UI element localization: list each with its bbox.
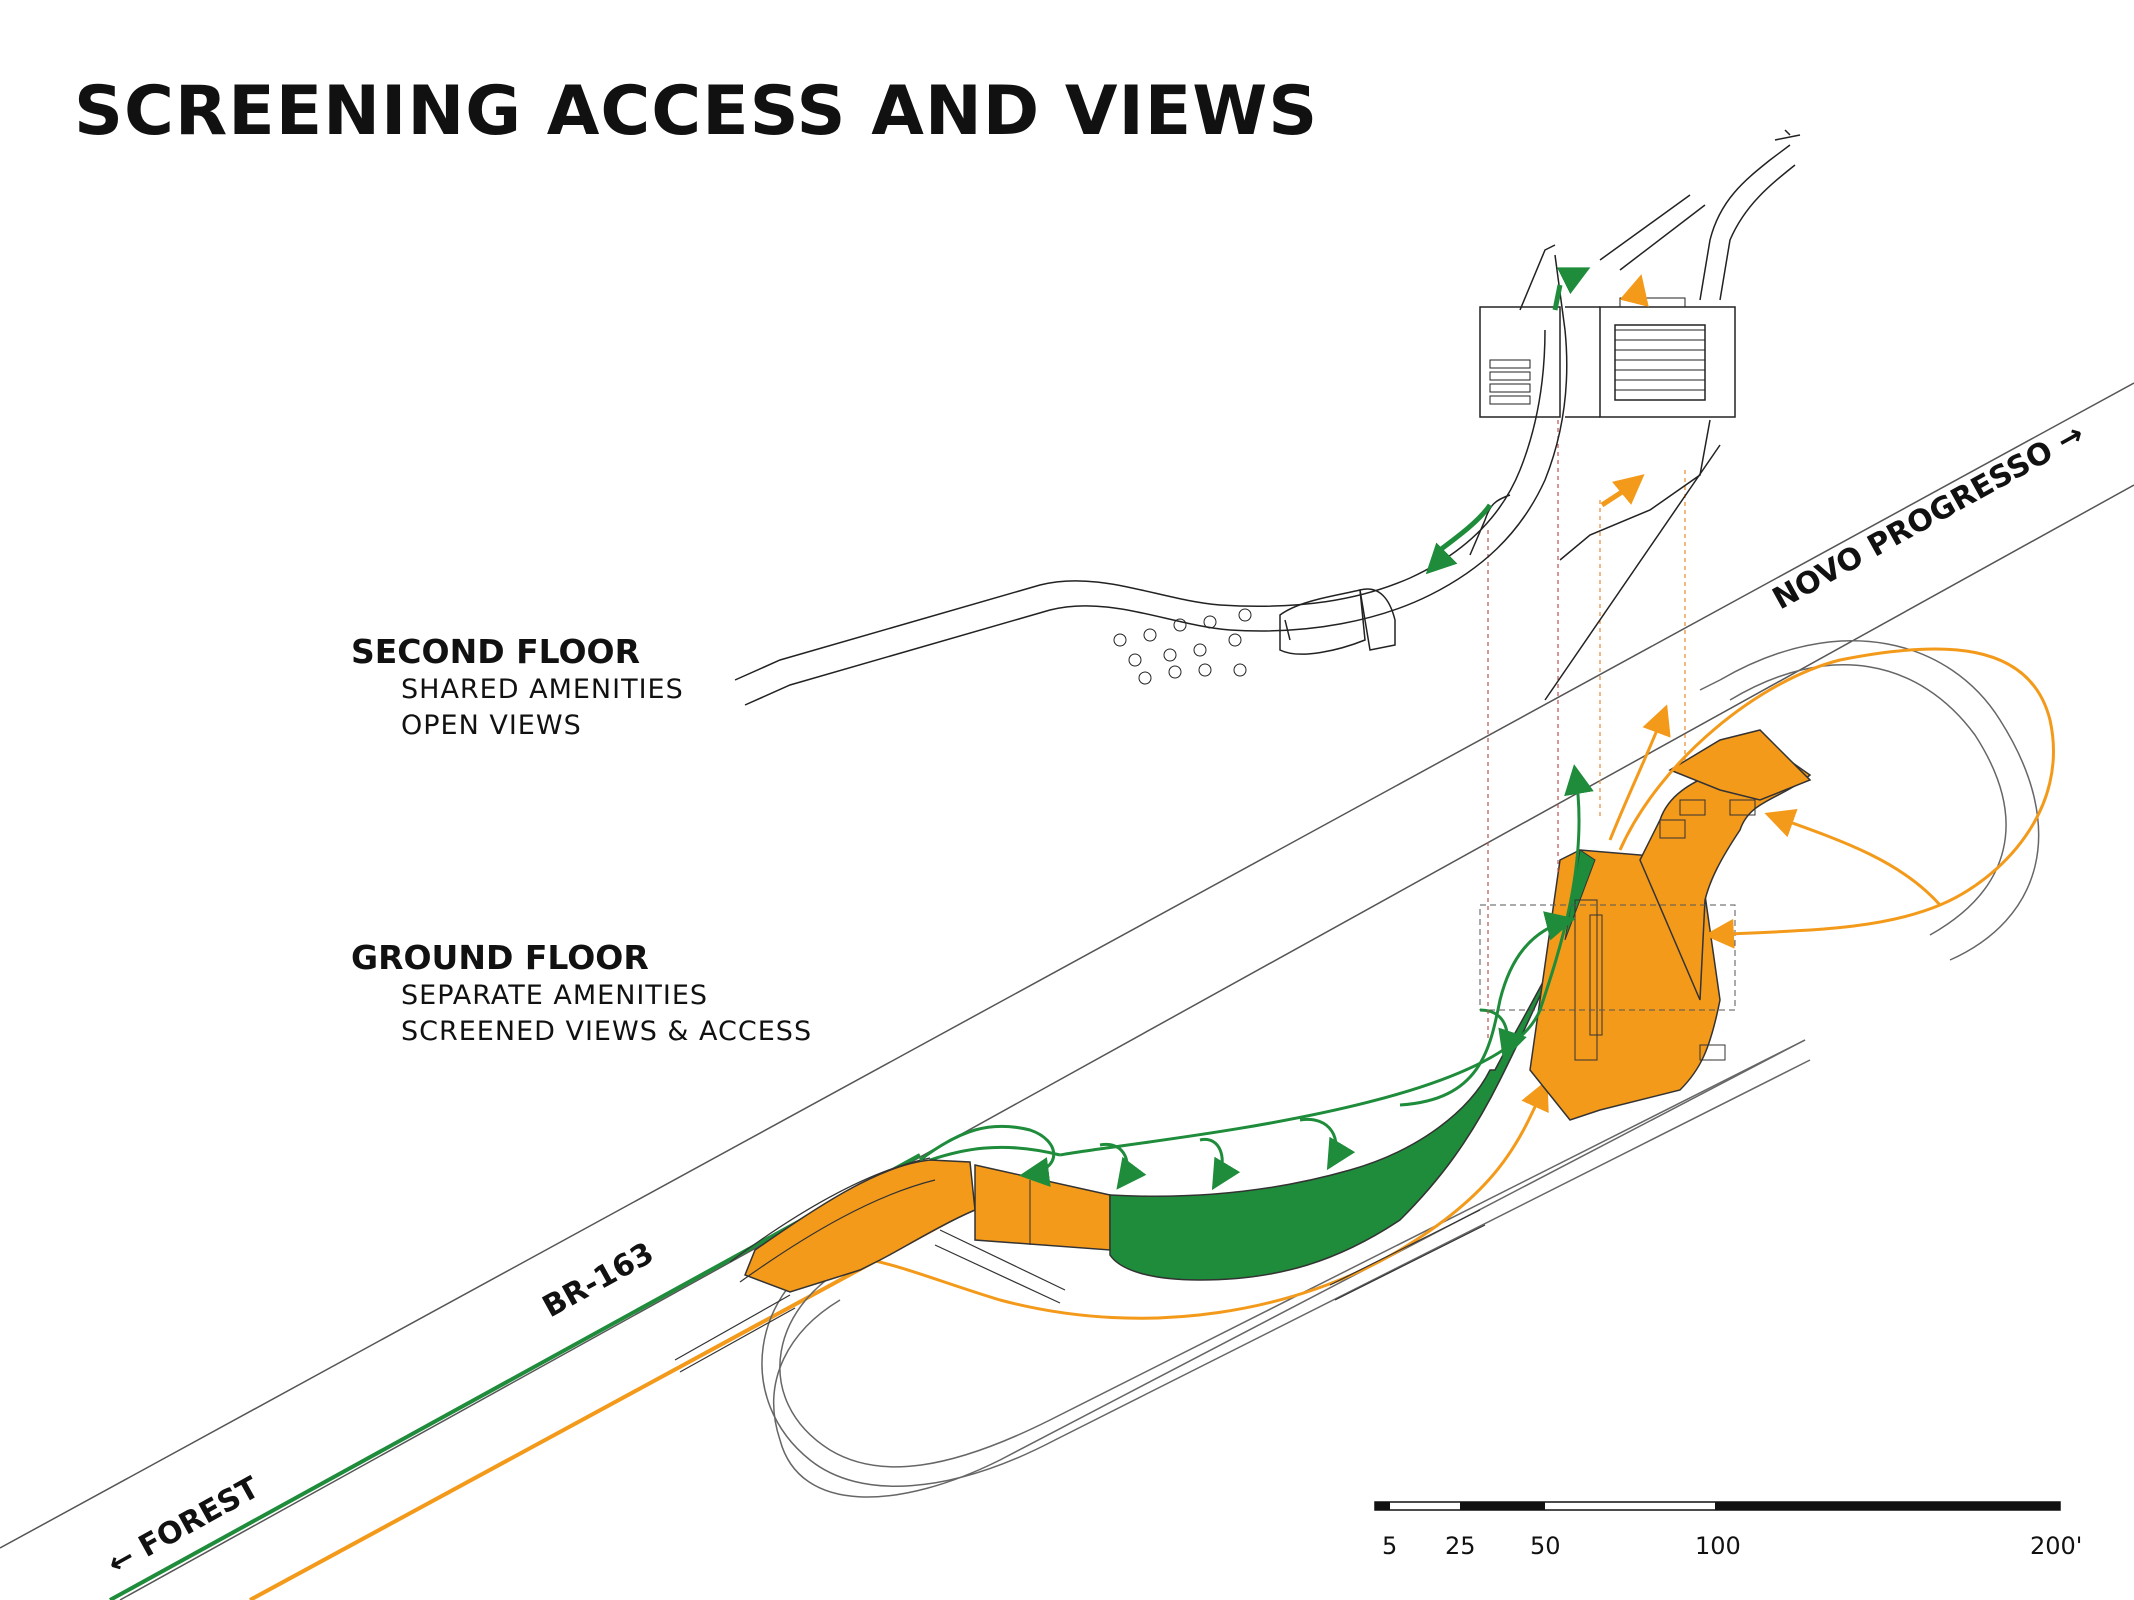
green-access-arrows: [919, 764, 1594, 1191]
ground-floor-line-2: SCREENED VIEWS & ACCESS: [401, 1016, 813, 1047]
orange-drive-path: [769, 1079, 1549, 1320]
second-floor-heading: SECOND FLOOR: [351, 632, 640, 671]
second-floor-plan: [734, 129, 1801, 706]
ground-walkway: [674, 1157, 1486, 1373]
page-title: SCREENING ACCESS AND VIEWS: [74, 72, 1319, 151]
ground-floor-legend: GROUND FLOOR SEPARATE AMENITIES SCREENED…: [351, 938, 812, 1050]
second-floor-line-2: OPEN VIEWS: [401, 710, 582, 741]
second-floor-line-1: SHARED AMENITIES: [401, 674, 684, 705]
scale-label-50: 50: [1530, 1532, 1561, 1560]
ground-floor-line-1: SEPARATE AMENITIES: [401, 980, 709, 1011]
scale-label-100: 100: [1695, 1532, 1741, 1560]
ground-floor-heading: GROUND FLOOR: [351, 938, 649, 977]
scale-label-200: 200': [2030, 1532, 2082, 1560]
scale-label-25: 25: [1445, 1532, 1476, 1560]
second-floor-seating: [1113, 297, 1705, 685]
lower-loop-road: [772, 1039, 1806, 1498]
loop-road: [761, 640, 2040, 1487]
scale-bar: 5 25 50 100 200': [1374, 1501, 2082, 1560]
ground-floor-plan: [744, 729, 1812, 1293]
novo-progresso-label: NOVO PROGRESSO →: [1767, 417, 2090, 617]
alignment-lines: [1487, 420, 1686, 1040]
scale-label-5: 5: [1382, 1532, 1397, 1560]
orange-access-arrows: [1608, 647, 2055, 949]
orange-access-line: [249, 1213, 961, 1600]
second-floor-legend: SECOND FLOOR SHARED AMENITIES OPEN VIEWS: [351, 632, 684, 744]
second-floor-access-marks: [1425, 267, 1649, 575]
